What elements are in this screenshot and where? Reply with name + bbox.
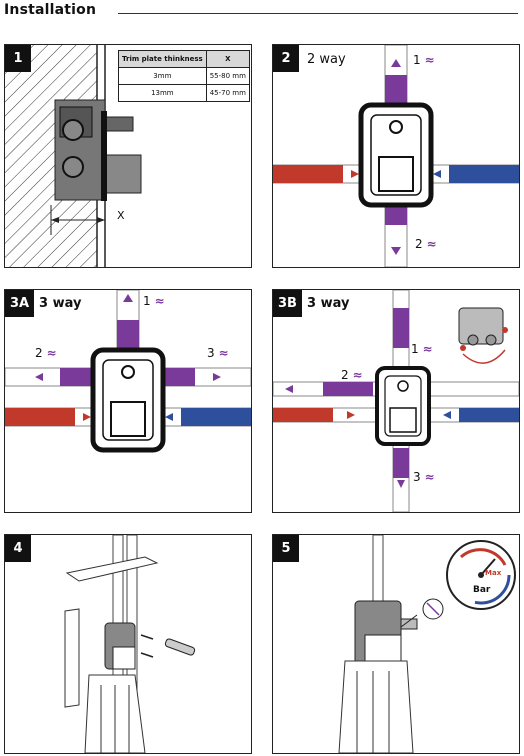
wave-icon: ≈ [422, 342, 433, 356]
title-rule [118, 13, 518, 14]
dimension-x-label: X [117, 209, 125, 222]
panel-step-2: 2 2 way 1 ≈ 2 ≈ [272, 44, 520, 268]
panel-step-3b: 3B 3 way 1 ≈ 2 ≈ 3 ≈ [272, 289, 520, 513]
panel-step-4: 4 [4, 534, 252, 754]
table-header-row: Trim plate thinkness X [118, 50, 250, 68]
table-cell: 55-80 mm [205, 67, 250, 85]
panel-5-illustration [338, 535, 516, 753]
outlet-1-label: 1 ≈ [411, 342, 433, 356]
wave-icon: ≈ [426, 237, 437, 251]
wave-icon: ≈ [424, 53, 435, 67]
outlet-number: 2 [341, 368, 349, 382]
step-label: 2 way [307, 52, 346, 67]
outlet-number: 1 [413, 53, 421, 67]
wave-icon: ≈ [424, 470, 435, 484]
table-row: 3mm 55-80 mm [118, 67, 250, 85]
panel-4-illustration [64, 535, 196, 753]
outlet-number: 3 [207, 346, 215, 360]
wave-icon: ≈ [352, 368, 363, 382]
panel-step-3a: 3A 3 way 1 ≈ 2 ≈ 3 ≈ [4, 289, 252, 513]
wave-icon: ≈ [46, 346, 57, 360]
wave-icon: ≈ [154, 294, 165, 308]
panel-step-1: 1 Trim plate thinkness X 3mm 55-80 mm 13… [4, 44, 252, 268]
wave-icon: ≈ [218, 346, 229, 360]
outlet-number: 2 [35, 346, 43, 360]
panel-3b-illustration [273, 290, 519, 512]
outlet-1-label: 1 ≈ [413, 53, 435, 67]
table-cell: 13mm [118, 84, 207, 102]
table-header-x: X [205, 50, 250, 68]
step-number: 3B [273, 290, 302, 317]
outlet-2-label: 2 ≈ [341, 368, 363, 382]
table-row: 13mm 45-70 mm [118, 84, 250, 102]
outlet-2-label: 2 ≈ [35, 346, 57, 360]
step-number: 1 [5, 45, 31, 72]
panel-2-illustration [273, 45, 519, 267]
step-label: 3 way [39, 296, 82, 311]
table-cell: 3mm [118, 67, 207, 85]
step-number: 4 [5, 535, 31, 562]
outlet-3-label: 3 ≈ [207, 346, 229, 360]
outlet-number: 2 [415, 237, 423, 251]
panel-3a-illustration [5, 290, 251, 453]
trim-plate-table: Trim plate thinkness X 3mm 55-80 mm 13mm… [118, 50, 250, 102]
step-number: 3A [5, 290, 35, 317]
outlet-number: 1 [411, 342, 419, 356]
outlet-2-label: 2 ≈ [415, 237, 437, 251]
table-header-thickness: Trim plate thinkness [118, 50, 207, 68]
gauge-max-label: Max [485, 569, 502, 577]
gauge-unit-label: Bar [473, 585, 491, 595]
step-number: 5 [273, 535, 299, 562]
panel-step-5: 5 Max Bar [272, 534, 520, 754]
outlet-1-label: 1 ≈ [143, 294, 165, 308]
step-label: 3 way [307, 296, 350, 311]
page-title: Installation [4, 2, 97, 18]
panel-1-illustration [5, 45, 142, 267]
table-cell: 45-70 mm [205, 84, 250, 102]
step-number: 2 [273, 45, 299, 72]
outlet-number: 1 [143, 294, 151, 308]
outlet-3-label: 3 ≈ [413, 470, 435, 484]
outlet-number: 3 [413, 470, 421, 484]
